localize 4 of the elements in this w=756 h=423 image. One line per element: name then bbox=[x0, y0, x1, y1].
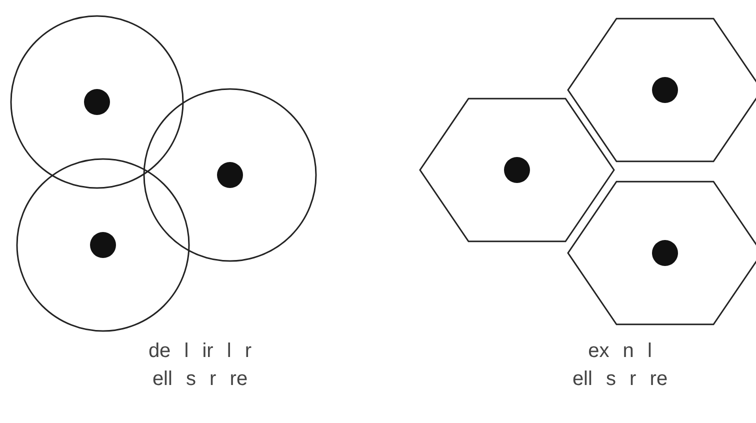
caption-text: ell s r re bbox=[572, 368, 668, 391]
caption-text: de l ir l r bbox=[148, 340, 252, 363]
caption-text: ell s r re bbox=[152, 368, 248, 391]
caption-text: ex n l bbox=[588, 340, 652, 363]
